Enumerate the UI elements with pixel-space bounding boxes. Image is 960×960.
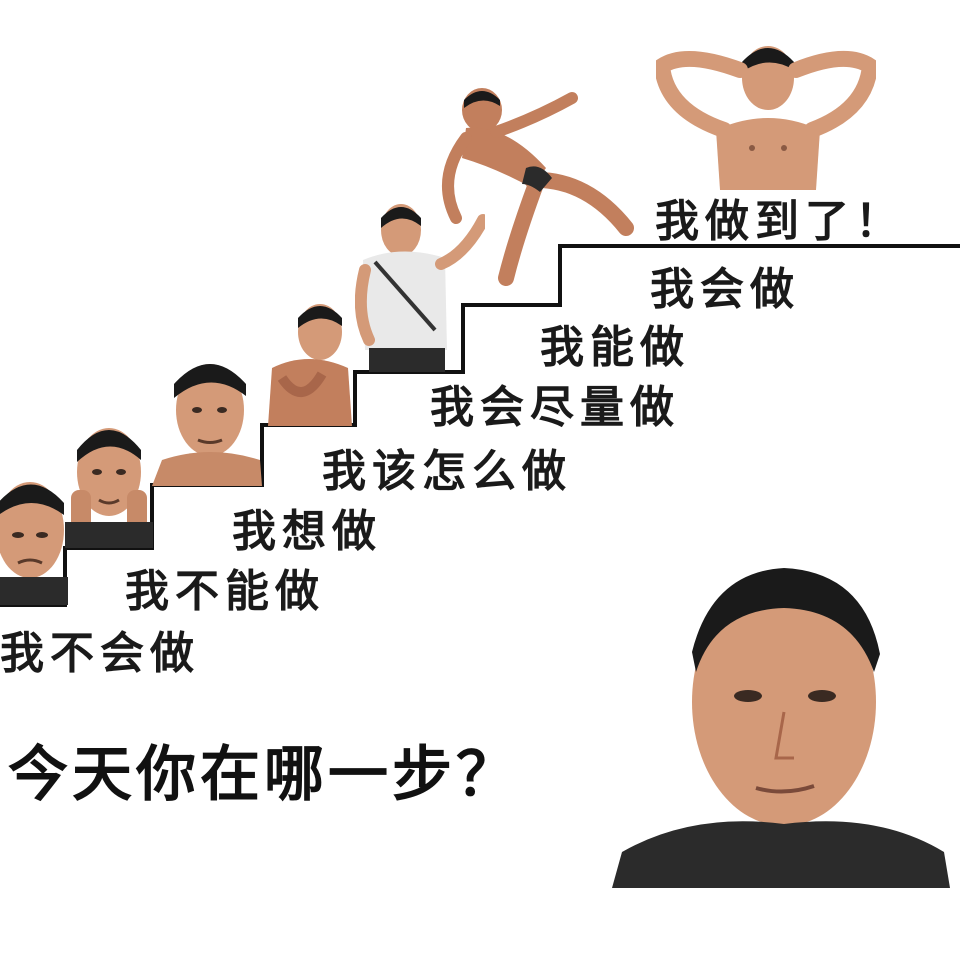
step-label-8: 我做到了！ bbox=[655, 196, 905, 247]
man-leaping bbox=[442, 88, 634, 286]
man-chin-on-hands bbox=[152, 364, 262, 486]
man-shirtless-thinking bbox=[268, 304, 352, 426]
step-label-4: 我该怎么做 bbox=[322, 446, 572, 497]
question-text: 今天你在哪一步？ bbox=[8, 740, 520, 810]
step-label-1: 我不会做 bbox=[0, 628, 200, 679]
step-label-2: 我不能做 bbox=[125, 566, 325, 617]
man-face-frown bbox=[0, 482, 68, 605]
man-hands-on-cheeks bbox=[65, 428, 153, 548]
man-white-shirt-reaching bbox=[355, 204, 485, 372]
step-label-5: 我会尽量做 bbox=[430, 382, 680, 433]
step-label-7: 我会做 bbox=[650, 264, 800, 315]
man-large-portrait bbox=[612, 568, 950, 888]
step-label-6: 我能做 bbox=[540, 322, 690, 373]
step-label-3: 我想做 bbox=[232, 506, 382, 557]
man-flexing-victory bbox=[656, 46, 876, 190]
